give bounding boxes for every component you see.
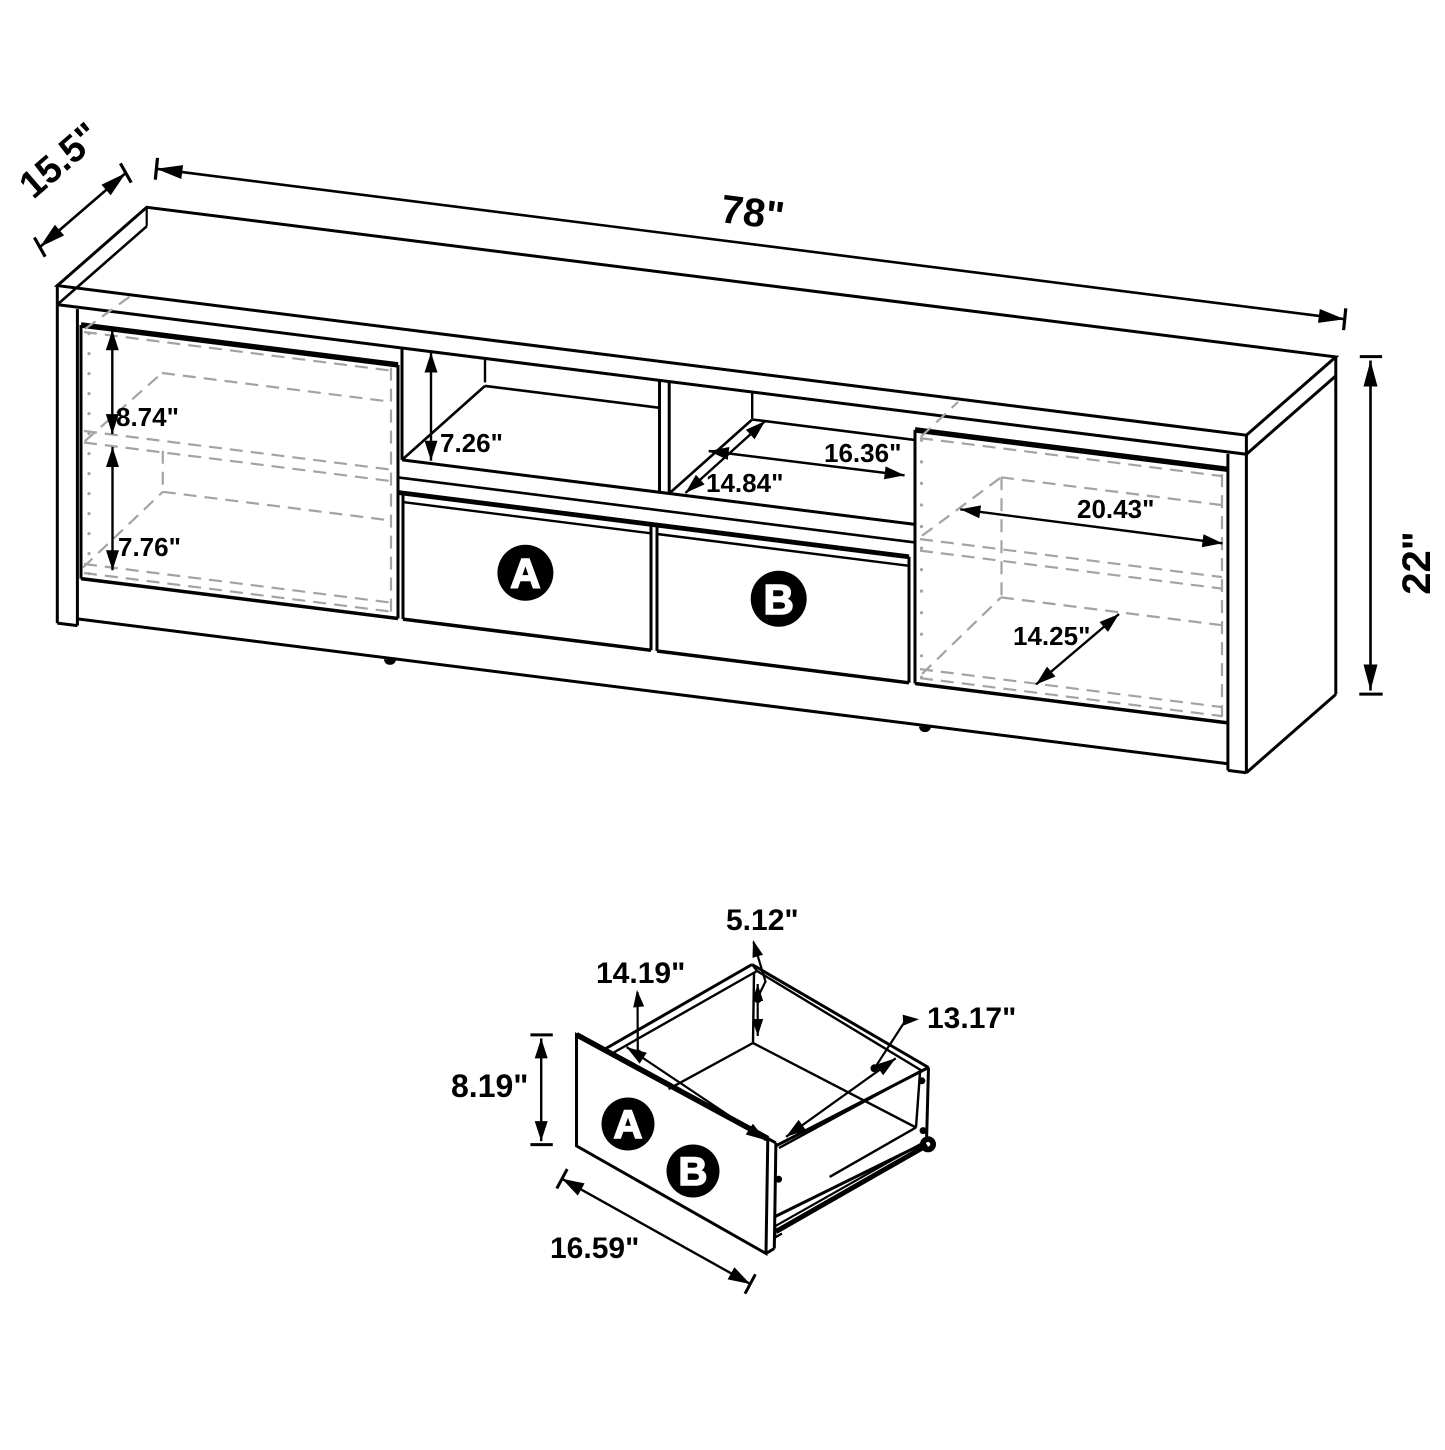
svg-text:8.74": 8.74": [116, 402, 179, 432]
svg-text:78": 78": [718, 187, 786, 239]
svg-text:16.59": 16.59": [550, 1232, 639, 1265]
svg-text:20.43": 20.43": [1077, 494, 1154, 524]
svg-text:7.76": 7.76": [118, 532, 181, 562]
svg-text:8.19": 8.19": [451, 1068, 528, 1104]
svg-text:14.84": 14.84": [706, 468, 783, 498]
svg-text:14.19": 14.19": [596, 957, 685, 990]
svg-text:A: A: [614, 1103, 643, 1147]
svg-text:16.36": 16.36": [824, 438, 901, 468]
svg-text:5.12": 5.12": [726, 904, 799, 937]
svg-text:7.26": 7.26": [440, 428, 503, 458]
svg-text:A: A: [510, 550, 540, 597]
svg-text:B: B: [679, 1150, 708, 1194]
svg-text:13.17": 13.17": [927, 1002, 1016, 1035]
svg-text:22": 22": [1395, 531, 1439, 594]
svg-text:14.25": 14.25": [1013, 621, 1090, 651]
svg-text:B: B: [764, 576, 794, 623]
